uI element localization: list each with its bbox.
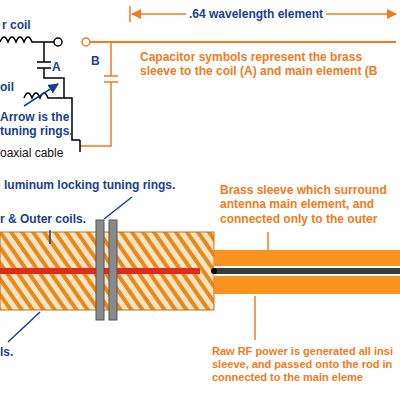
tuning-ring	[109, 220, 117, 320]
leader-line	[254, 296, 256, 340]
part-label: r & Outer coils.	[0, 212, 86, 226]
leader-line	[49, 230, 51, 244]
brass-sleeve	[214, 250, 400, 294]
tuning-ring	[96, 220, 104, 320]
note-text: Raw RF power is generated all insi sleev…	[212, 345, 396, 385]
capacitor-letter: A	[52, 60, 61, 74]
part-label: luminum locking tuning rings.	[4, 178, 175, 192]
terminal-b	[82, 38, 90, 46]
coil-body	[0, 232, 214, 310]
dimension-label: .64 wavelength element	[186, 7, 326, 21]
part-label: oaxial cable	[0, 146, 63, 160]
outer-coil-symbol	[0, 37, 54, 42]
capacitor-letter: B	[91, 54, 100, 68]
note-text: Brass sleeve which surround antenna main…	[220, 183, 398, 226]
part-label: r coil	[2, 18, 31, 32]
part-label: ls.	[0, 345, 13, 359]
note-text: Arrow is the tuning rings.	[0, 110, 88, 139]
dimension-tick	[129, 6, 131, 22]
leader-line	[8, 312, 40, 342]
capacitor-b-symbol	[80, 42, 118, 146]
terminal-a	[54, 38, 62, 46]
junction-dot	[211, 268, 217, 274]
main-element-rod	[214, 268, 400, 274]
tuning-arrow	[24, 84, 58, 106]
leader-line	[104, 197, 132, 219]
main-element-line	[90, 41, 396, 43]
part-label: oil	[0, 80, 14, 94]
main-element-rod	[214, 266, 400, 276]
leader-line	[267, 232, 269, 251]
note-text: Capacitor symbols represent the brass sl…	[140, 50, 396, 79]
